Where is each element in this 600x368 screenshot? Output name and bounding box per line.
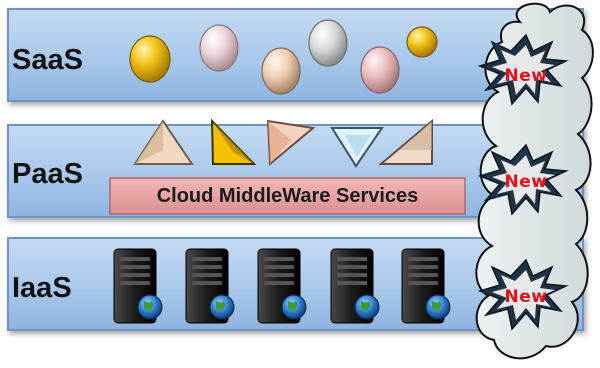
gray-egg — [308, 19, 348, 67]
saas-eggs — [129, 19, 438, 95]
starburst-1-inner — [492, 45, 555, 95]
triangle-5-shade — [399, 121, 432, 150]
new-badge-paas: New — [504, 172, 548, 192]
triangle-1-shade — [135, 121, 163, 164]
new-badge-saas: New — [504, 66, 548, 86]
triangle-2-shade — [212, 121, 254, 164]
server-4 — [330, 248, 380, 324]
small-gold-egg — [406, 26, 438, 58]
triangle-3-shade — [268, 121, 291, 164]
paas-label: PaaS — [12, 158, 83, 190]
middleware-label: Cloud MiddleWare Services — [156, 185, 419, 207]
peach-egg — [261, 47, 301, 95]
iaas-label: IaaS — [12, 272, 72, 304]
new-badge-iaas: New — [504, 287, 548, 307]
middleware-bar — [109, 177, 466, 215]
rose-egg — [360, 46, 400, 94]
saas-label: SaaS — [12, 44, 83, 76]
paas-triangles — [133, 118, 433, 168]
server-3 — [257, 248, 307, 324]
starburst-2-inner — [492, 155, 555, 205]
new-starbursts — [477, 33, 569, 331]
triangle-4-shade — [345, 135, 371, 157]
gold-egg — [129, 35, 171, 83]
server-5 — [401, 248, 451, 324]
pink-egg — [199, 24, 239, 72]
server-1 — [113, 248, 163, 324]
server-2 — [185, 248, 235, 324]
iaas-servers — [113, 248, 451, 324]
starburst-3-inner — [492, 270, 555, 320]
